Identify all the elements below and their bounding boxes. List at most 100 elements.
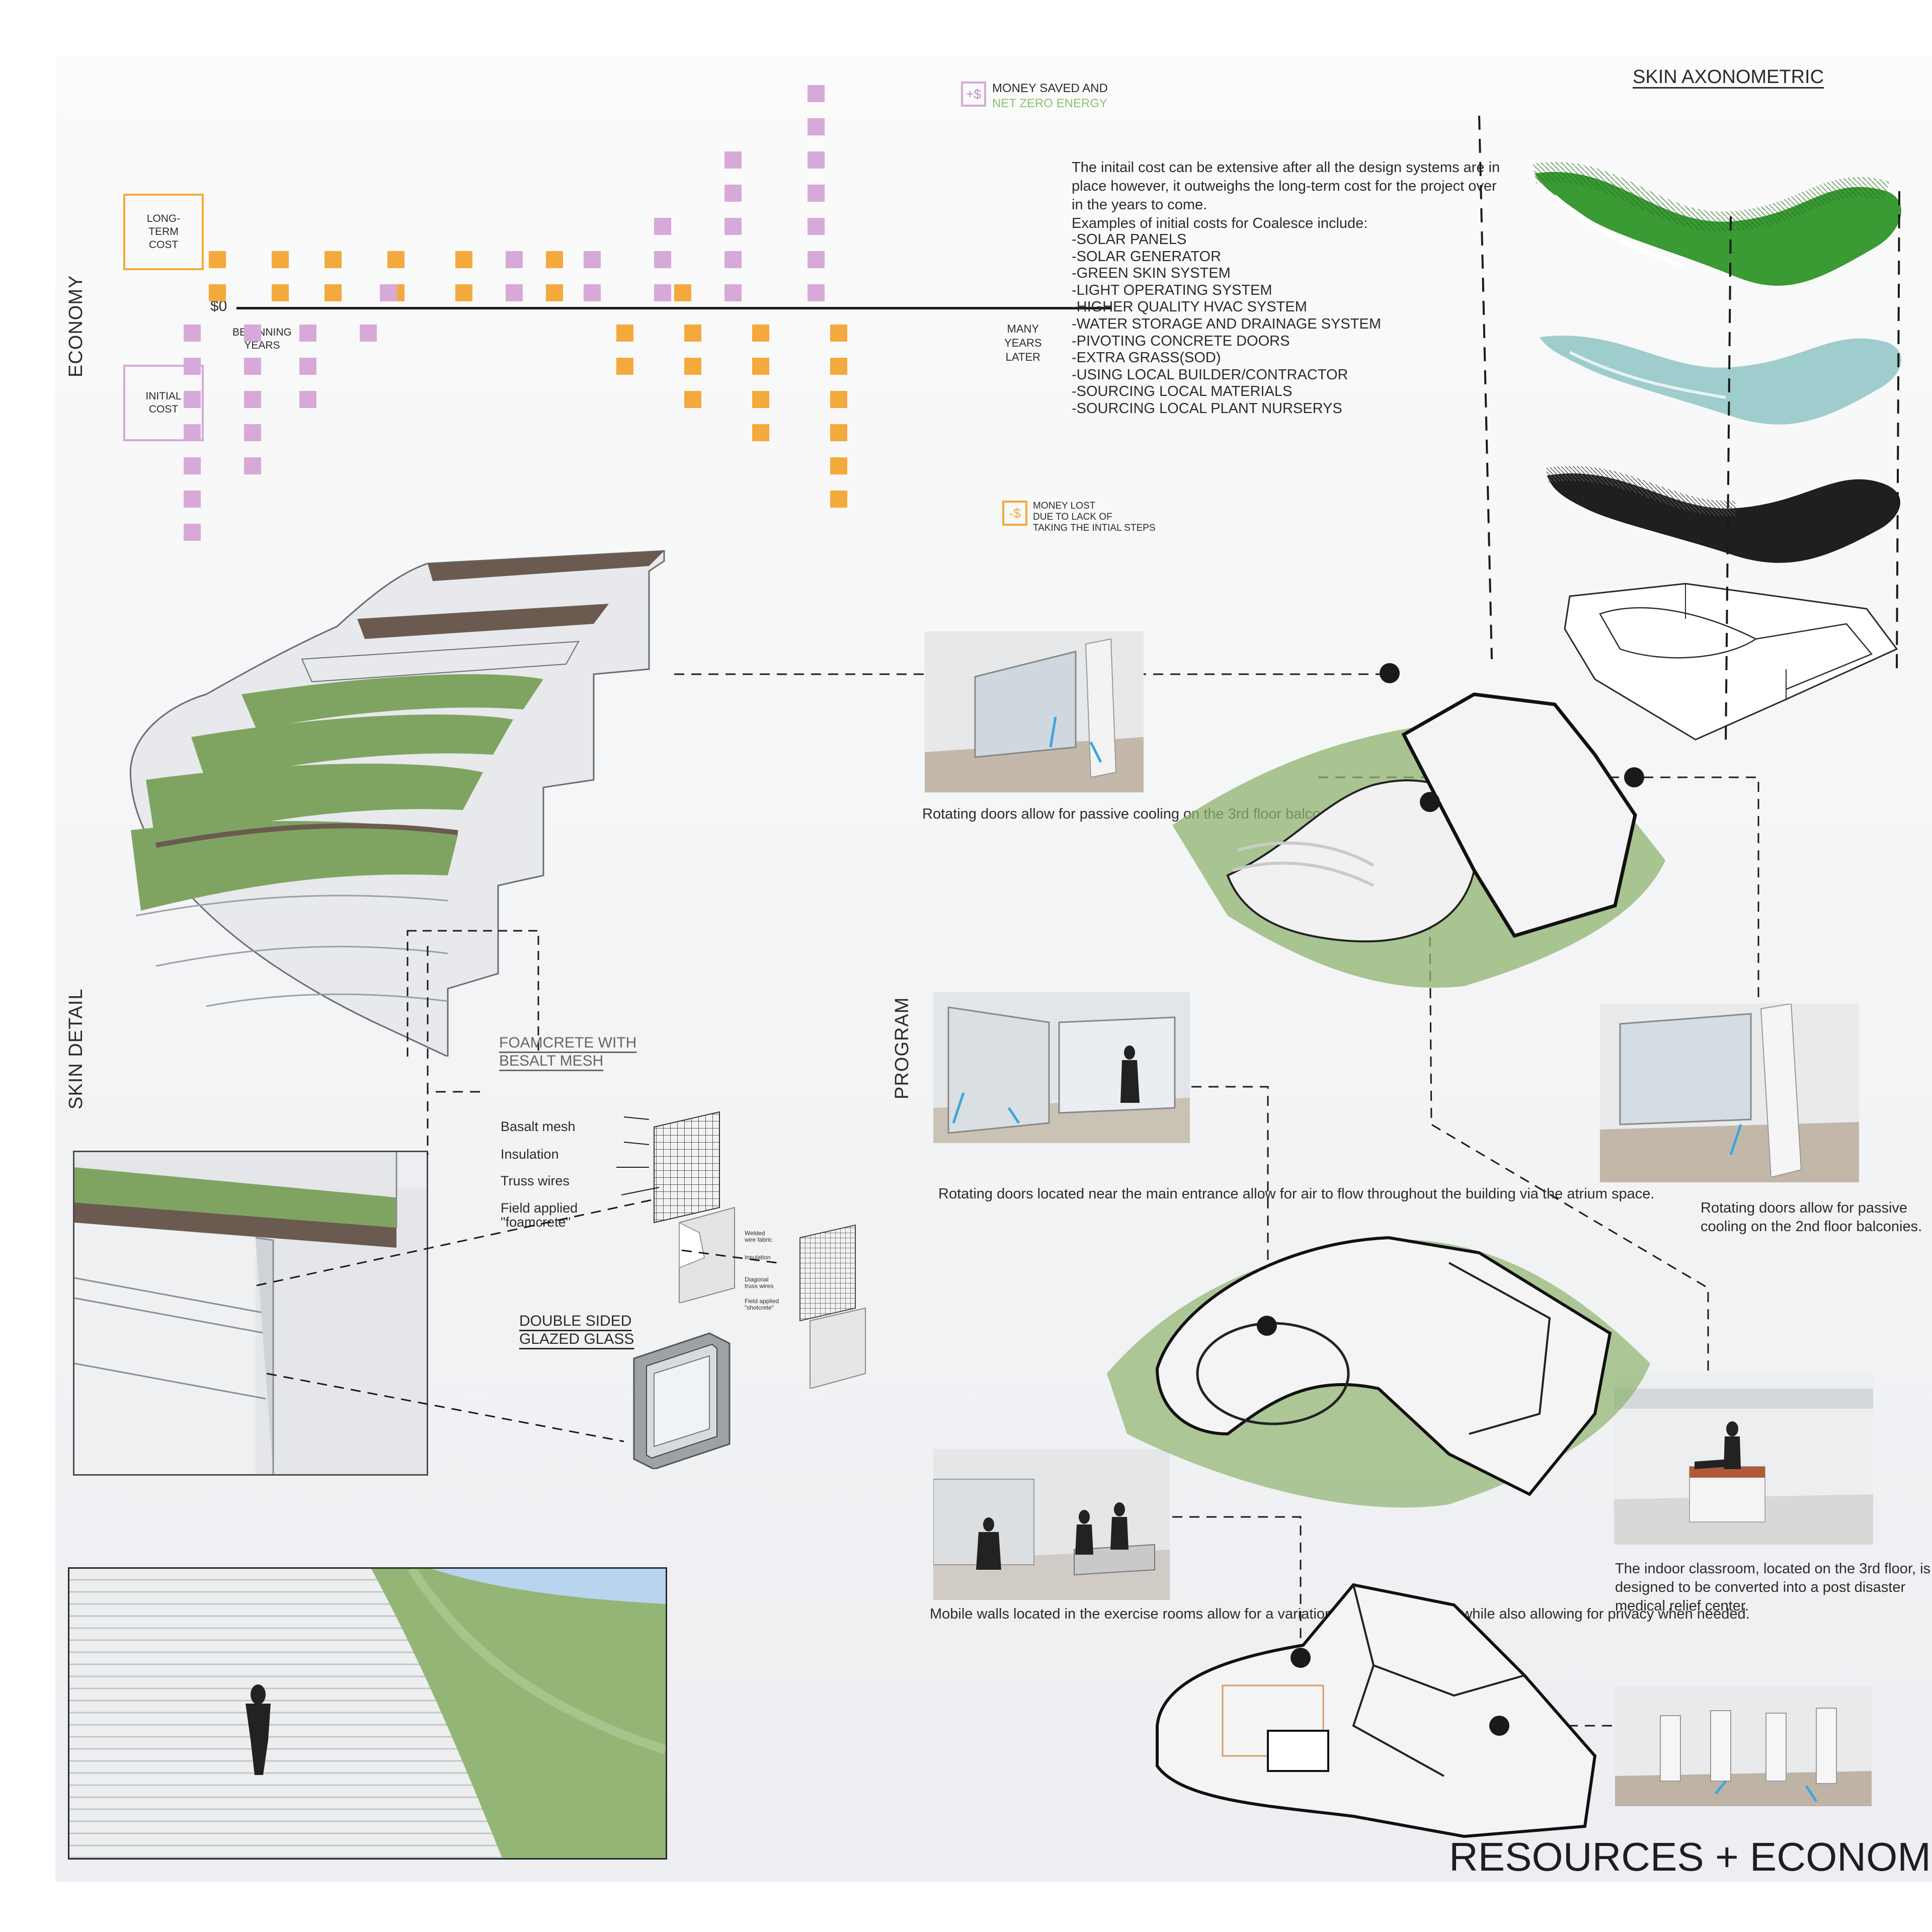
cost-square [752, 391, 769, 408]
floor-plan-third [1172, 692, 1665, 988]
initial-cost-item: -SOLAR GENERATOR [1072, 248, 1222, 265]
cost-square [808, 284, 825, 301]
cost-square [752, 424, 769, 441]
cost-square [830, 491, 847, 508]
classroom-rendering [1614, 1374, 1873, 1545]
third-floor-balcony-rendering [925, 631, 1144, 792]
cost-square [299, 391, 316, 408]
money-saved-icon-text: +$ [966, 86, 981, 102]
cost-square [830, 457, 847, 474]
wall-assembly-detail [654, 1111, 735, 1303]
main-entrance-rendering [933, 992, 1190, 1143]
cost-square [506, 251, 523, 268]
cost-square [299, 325, 316, 342]
cost-square [546, 284, 563, 301]
many-years-later-label: MANY YEARS LATER [1004, 323, 1042, 363]
cost-square [299, 358, 316, 375]
presentation-board: ECONOMY LONG- TERM COST INITIAL COST $0 … [55, 55, 1932, 1882]
initial-cost-box: INITIAL COST [123, 365, 204, 441]
small-layer-label: Welded wire fabric [745, 1230, 772, 1243]
initial-cost-item: -WATER STORAGE AND DRAINAGE SYSTEM [1072, 315, 1381, 332]
cost-square [325, 251, 342, 268]
cost-square [725, 218, 742, 235]
zero-axis-line [236, 307, 1112, 309]
cost-square [752, 325, 769, 342]
cost-square [725, 185, 742, 202]
marker-second-floor-right [1624, 767, 1644, 787]
cost-square [455, 251, 472, 268]
long-term-cost-label: LONG- TERM COST [146, 213, 181, 251]
skin-section-enlargement [73, 1151, 428, 1476]
initial-cost-item: -PIVOTING CONCRETE DOORS [1072, 333, 1290, 349]
cost-square [184, 325, 201, 342]
glazed-glass-frame-icon [633, 1332, 731, 1469]
initial-cost-item: -HIGHER QUALITY HVAC SYSTEM [1072, 299, 1307, 315]
mobile-walls-rendering [1615, 1685, 1872, 1806]
marker-third-floor [1380, 663, 1400, 683]
initial-cost-item: -LIGHT OPERATING SYSTEM [1072, 282, 1272, 298]
cost-square [184, 391, 201, 408]
cost-square [752, 358, 769, 375]
cost-chart [184, 55, 1117, 619]
main-entrance-caption: Rotating doors located near the main ent… [938, 1186, 1655, 1202]
person-silhouette [251, 1684, 266, 1705]
cost-square [184, 524, 201, 541]
cost-square [272, 284, 289, 301]
skin-layer-label: Basalt mesh [501, 1119, 576, 1134]
initial-cost-item: -USING LOCAL BUILDER/CONTRACTOR [1072, 366, 1348, 383]
cost-square [209, 284, 226, 301]
cost-square [808, 185, 825, 202]
cost-square [184, 358, 201, 375]
initial-cost-paragraph: The initail cost can be extensive after … [1072, 159, 1500, 231]
cost-square [830, 424, 847, 441]
small-layer-label: Field applied "shotcrete" [745, 1298, 779, 1311]
cost-square [830, 325, 847, 342]
skin-axonometric-heading: SKIN AXONOMETRIC [1633, 66, 1824, 88]
grass-stair-render [68, 1567, 667, 1860]
cost-square [244, 457, 261, 474]
cost-square [684, 358, 701, 375]
exercise-room-rendering [933, 1449, 1170, 1600]
program-heading: PROGRAM [892, 997, 913, 1099]
cost-square [209, 251, 226, 268]
cost-square [506, 284, 523, 301]
green-stair-skin-drawing [129, 550, 665, 1057]
cost-square [808, 85, 825, 102]
cost-square [654, 284, 671, 301]
cost-square [184, 457, 201, 474]
initial-cost-item: -SOURCING LOCAL MATERIALS [1072, 383, 1293, 400]
money-lost-label: MONEY LOST DUE TO LACK OF TAKING THE INT… [1033, 501, 1156, 533]
cost-square [380, 284, 397, 301]
second-floor-balcony-rendering [1600, 1004, 1859, 1182]
glazed-glass-label: DOUBLE SIDED GLAZED GLASS [519, 1313, 634, 1347]
cost-square [244, 391, 261, 408]
grass-stair-render-image [69, 1569, 666, 1858]
cost-square [325, 284, 342, 301]
teal-skin-layer [1540, 336, 1901, 425]
cost-square [184, 491, 201, 508]
cost-square [808, 218, 825, 235]
cost-square [808, 251, 825, 268]
cost-square [387, 251, 405, 268]
money-saved-icon: +$ [961, 82, 986, 107]
money-lost-icon-text: -$ [1009, 505, 1021, 521]
cost-square [684, 325, 701, 342]
skin-layer-label: Insulation [501, 1147, 559, 1162]
cost-square [808, 118, 825, 135]
foamcrete-label: FOAMCRETE WITH BESALT MESH [499, 1034, 637, 1069]
initial-cost-item: -GREEN SKIN SYSTEM [1072, 265, 1231, 282]
net-zero-label: NET ZERO ENERGY [992, 97, 1107, 110]
initial-cost-item: -SOLAR PANELS [1072, 231, 1187, 248]
skin-layer-label: Truss wires [501, 1173, 570, 1188]
shotcrete-assembly-detail [799, 1224, 866, 1389]
cost-square [244, 424, 261, 441]
cost-square [654, 251, 671, 268]
initial-cost-list: -SOLAR PANELS-SOLAR GENERATOR-GREEN SKIN… [1072, 231, 1381, 418]
cost-square [808, 151, 825, 169]
cost-square [244, 325, 261, 342]
marker-exercise-room [1291, 1648, 1311, 1668]
skin-axonometric-drawing [1478, 116, 1901, 745]
cost-square [584, 251, 601, 268]
skin-section-drawing [74, 1152, 427, 1474]
cost-square [725, 284, 742, 301]
